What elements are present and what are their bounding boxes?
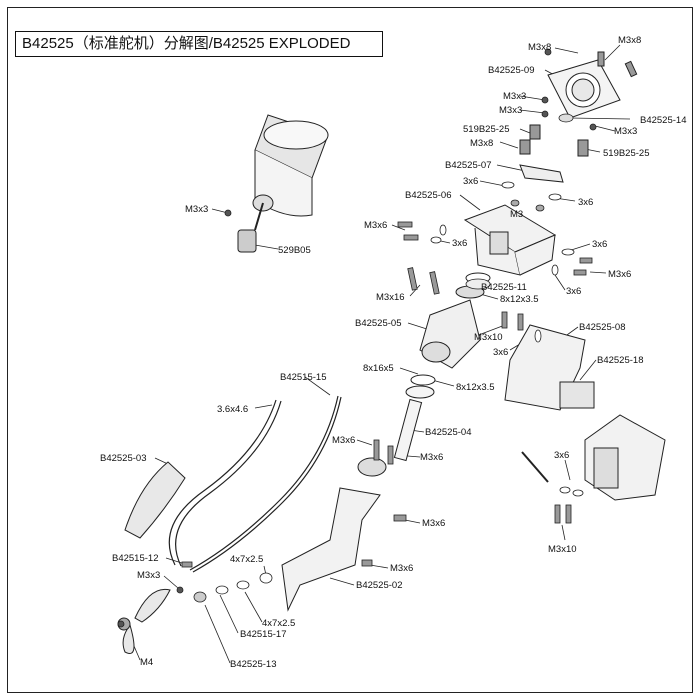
label-8x12x3-5-top: 8x12x3.5: [500, 294, 539, 305]
label-m3x6-1: M3x6: [364, 220, 387, 231]
label-519b25-25-right: 519B25-25: [603, 148, 649, 159]
label-b42525-13: B42525-13: [230, 659, 276, 670]
label-m3x3-bottom: M3x3: [137, 570, 160, 581]
clamp-06: [463, 204, 557, 276]
label-b42525-09: B42525-09: [488, 65, 534, 76]
label-m3x3-2: M3x3: [499, 105, 522, 116]
label-4x7x2-5-bottom: 4x7x2.5: [262, 618, 295, 629]
label-m3x6-2: M3x6: [608, 269, 631, 280]
label-m3x16: M3x16: [376, 292, 405, 303]
label-4x7x2-5-top: 4x7x2.5: [230, 554, 263, 565]
motor: [237, 114, 329, 253]
label-b42515-12: B42515-12: [112, 553, 158, 564]
label-m3: M3: [510, 209, 523, 220]
label-m3x3-3: M3x3: [614, 126, 637, 137]
label-m3x10-top: M3x10: [474, 332, 503, 343]
propeller: [117, 588, 171, 654]
mount-plate-09: [547, 51, 638, 119]
label-3x6-1: 3x6: [463, 176, 478, 187]
small-hardware: [117, 48, 597, 628]
label-b42525-07: B42525-07: [445, 160, 491, 171]
label-b42525-03: B42525-03: [100, 453, 146, 464]
label-3x6-6: 3x6: [493, 347, 508, 358]
label-8x16x5: 8x16x5: [363, 363, 394, 374]
label-3x6-5: 3x6: [566, 286, 581, 297]
label-3x6-4: 3x6: [592, 239, 607, 250]
label-m3x3-1: M3x3: [503, 91, 526, 102]
part-labels: M3x8 M3x8 B42525-09 M3x3 M3x3 B42525-14 …: [100, 35, 686, 670]
servo-mount-08: [504, 324, 595, 411]
label-m3x6-6: M3x6: [390, 563, 413, 574]
label-b42525-02: B42525-02: [356, 580, 402, 591]
label-3x6-2: 3x6: [578, 197, 593, 208]
label-3x6-3: 3x6: [452, 238, 467, 249]
label-529b05: 529B05: [278, 245, 311, 256]
shaft-04: [357, 374, 436, 477]
label-m4: M4: [140, 657, 153, 668]
label-b42525-18: B42525-18: [597, 355, 643, 366]
label-b42525-14: B42525-14: [640, 115, 686, 126]
label-m3x6-5: M3x6: [422, 518, 445, 529]
mount-05: [419, 272, 491, 369]
label-m3x3-motor: M3x3: [185, 204, 208, 215]
label-b42525-08: B42525-08: [579, 322, 625, 333]
outer-frame: [7, 7, 693, 693]
label-b42525-06: B42525-06: [405, 190, 451, 201]
strut-02: [281, 487, 381, 612]
label-m3x8-top: M3x8: [528, 42, 551, 53]
bracket-07: [519, 124, 589, 183]
label-m3x6-3: M3x6: [332, 435, 355, 446]
label-m3x8-mid: M3x8: [470, 138, 493, 149]
diagram-title: B42525（标准舵机）分解图/B42525 EXPLODED: [15, 31, 383, 57]
servo: [521, 414, 666, 501]
label-b42525-11: B42525-11: [481, 282, 527, 293]
label-b42515-17: B42515-17: [240, 629, 286, 640]
label-519b25-25-left: 519B25-25: [463, 124, 509, 135]
label-3x6-7: 3x6: [554, 450, 569, 461]
label-b42525-04: B42525-04: [425, 427, 471, 438]
guard-03: [124, 461, 186, 539]
tube: [168, 395, 342, 573]
label-m3x8-right: M3x8: [618, 35, 641, 46]
label-b42515-15: B42515-15: [280, 372, 326, 383]
label-8x12x3-5-bottom: 8x12x3.5: [456, 382, 495, 393]
label-3-6x4-6: 3.6x4.6: [217, 404, 248, 415]
label-b42525-05: B42525-05: [355, 318, 401, 329]
label-m3x6-4: M3x6: [420, 452, 443, 463]
label-m3x10-bottom: M3x10: [548, 544, 577, 555]
